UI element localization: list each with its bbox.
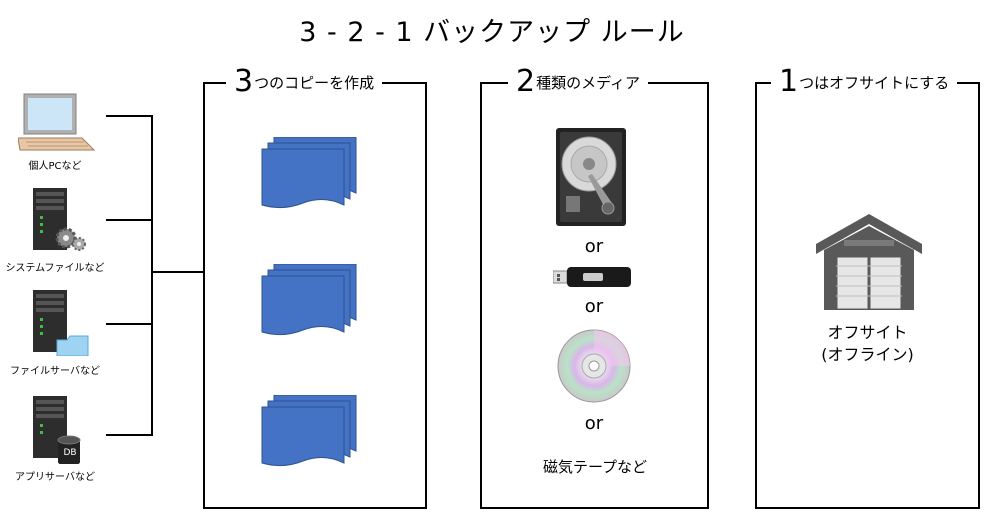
or-label: or bbox=[584, 236, 604, 257]
warehouse-icon bbox=[816, 214, 922, 314]
copies-box-header: 3つのコピーを作成 bbox=[226, 64, 383, 99]
connector-bus bbox=[151, 115, 153, 436]
media-text: 種類のメディア bbox=[536, 74, 641, 92]
source-label: ファイルサーバなど bbox=[10, 366, 100, 377]
document-stack-icon bbox=[258, 136, 362, 221]
media-box-header: 2種類のメディア bbox=[508, 64, 649, 99]
or-label: or bbox=[584, 413, 604, 434]
document-stack-icon bbox=[258, 394, 362, 479]
source-label: 個人PCなど bbox=[28, 161, 82, 172]
server-db-icon bbox=[33, 396, 83, 468]
connector-line bbox=[106, 115, 152, 117]
connector-line bbox=[151, 271, 204, 273]
server-gear-icon bbox=[33, 188, 87, 256]
laptop-icon bbox=[17, 92, 96, 156]
connector-line bbox=[106, 323, 152, 325]
hard-disk-icon bbox=[556, 128, 626, 230]
usb-drive-icon bbox=[552, 266, 633, 292]
source-label: システムファイルなど bbox=[5, 263, 105, 274]
offsite-count: 1 bbox=[779, 64, 799, 99]
offline-label: (オフライン) bbox=[821, 345, 914, 364]
server-folder-icon bbox=[33, 290, 91, 360]
source-label: アプリサーバなど bbox=[15, 472, 95, 483]
copies-count: 3 bbox=[234, 64, 254, 99]
offsite-box-header: 1つはオフサイトにする bbox=[771, 64, 958, 99]
copies-text: つのコピーを作成 bbox=[254, 74, 375, 92]
connector-line bbox=[106, 219, 152, 221]
db-badge: DB bbox=[63, 448, 77, 458]
tape-label: 磁気テープなど bbox=[542, 458, 648, 476]
document-stack-icon bbox=[258, 263, 362, 348]
connector-line bbox=[106, 434, 152, 436]
diagram-title: 3 - 2 - 1 バックアップ ルール bbox=[299, 17, 685, 48]
optical-disc-icon bbox=[556, 328, 632, 408]
media-count: 2 bbox=[516, 64, 536, 99]
offsite-label: オフサイト bbox=[827, 323, 908, 342]
or-label: or bbox=[584, 296, 604, 317]
offsite-text: つはオフサイトにする bbox=[799, 74, 950, 92]
